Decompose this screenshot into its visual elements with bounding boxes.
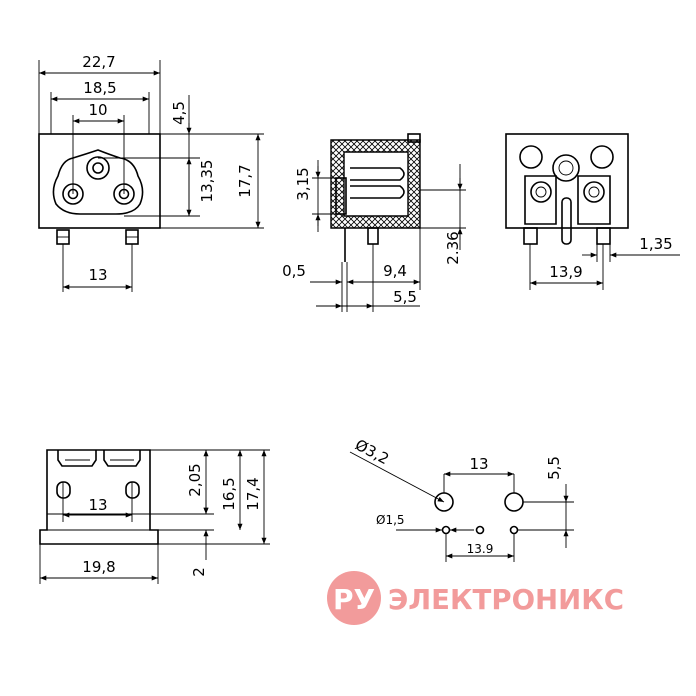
front-pin-top-inner [92,162,104,174]
side-pin-upper [350,167,405,181]
front-body-outline [38,133,161,229]
dim-2-05: 2,05 [186,463,204,496]
inlet-outline [52,149,144,215]
hole-small-center [475,525,485,535]
hole-small-left [441,525,451,535]
bottom-pin-right [125,481,140,499]
rear-terminal-left [524,175,557,225]
watermark: РУ ЭЛЕКТРОНИКС [327,571,624,625]
bottom-pin-left [56,481,71,499]
side-body-section [330,139,421,229]
dim-13-drill: 13 [469,455,488,473]
rear-hole-right [590,145,614,169]
hole-large-right [504,492,524,512]
dim-2-36: 2.36 [444,231,462,264]
dim-18-5: 18,5 [83,79,116,97]
rear-view: 13,9 1,35 [505,133,680,290]
bottom-tab-right [103,450,141,467]
dim-13-front: 13 [88,266,107,284]
dim-16-5: 16,5 [220,477,238,510]
rear-lead-right [596,227,611,245]
dim-13-35: 13,35 [198,160,216,203]
bottom-view: 13 19,8 2,05 16,5 17,4 2 [39,449,270,584]
dim-0-5: 0,5 [282,262,306,280]
rear-terminal-right [577,175,611,225]
rear-center-lead [561,197,572,245]
dim-13-9-rear: 13,9 [549,263,582,281]
dim-17-7: 17,7 [236,164,254,197]
dim-19-8: 19,8 [82,558,115,576]
dim-5-5-drill: 5,5 [545,456,563,480]
rear-hole-left [519,145,543,169]
watermark-logo-circle [327,571,381,625]
rear-center-terminal [552,154,580,182]
dim-5-5-side: 5,5 [393,288,417,306]
dim-17-4: 17,4 [244,477,262,510]
rear-lead-left [523,227,538,245]
side-lip [407,133,421,143]
dim-dia-1-5: Ø1,5 [376,513,405,527]
dim-4-5: 4,5 [170,101,188,125]
side-pin-lower [350,185,405,199]
drill-pattern: Ø3,2 13 5,5 Ø1,5 13.9 [349,436,574,562]
dim-1-35: 1,35 [639,235,672,253]
dim-2: 2 [190,567,208,577]
dim-9-4: 9,4 [383,262,407,280]
dim-13-bottom: 13 [88,496,107,514]
rear-body-outline [505,133,629,229]
front-view: 22,7 18,5 10 13 4,5 13,35 17,7 [38,53,264,292]
dim-3-15: 3,15 [294,167,312,200]
front-pin-top [86,156,110,180]
bottom-tab-left [57,450,97,467]
watermark-brand-text: ЭЛЕКТРОНИКС [388,583,624,616]
side-peg [367,227,379,245]
dim-22-7: 22,7 [82,53,115,71]
dim-13-9-drill: 13.9 [467,542,494,556]
hole-small-right [509,525,519,535]
dim-10: 10 [88,101,107,119]
side-contact-block [335,177,347,215]
watermark-logo-text: РУ [333,583,375,616]
side-view: 3,15 2.36 0,5 9,4 5,5 [282,133,466,312]
